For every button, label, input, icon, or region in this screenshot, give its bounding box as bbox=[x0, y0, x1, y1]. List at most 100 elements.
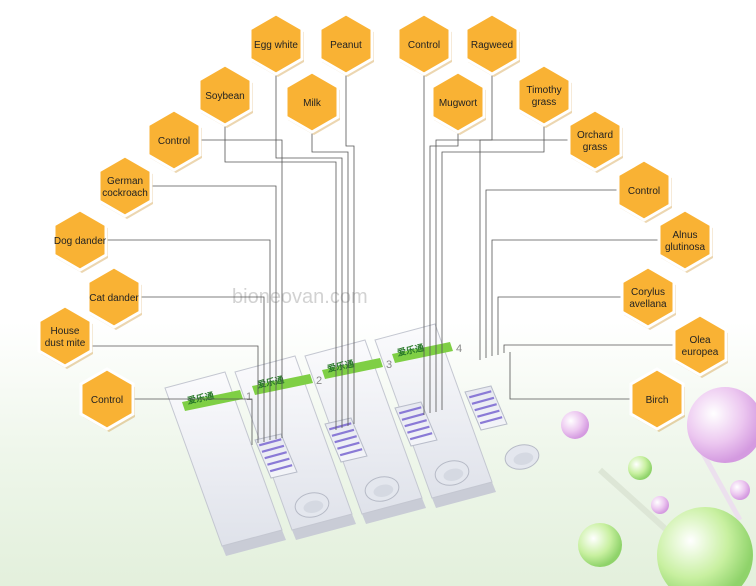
test-band bbox=[407, 425, 430, 434]
test-band bbox=[261, 444, 285, 453]
hexagon bbox=[197, 63, 253, 127]
cassette-label bbox=[182, 390, 243, 411]
allergen-label: Dog dander bbox=[54, 236, 107, 247]
allergen-hex-ragweed: Ragweed bbox=[464, 12, 520, 77]
allergen-label: Egg white bbox=[254, 40, 298, 51]
allergen-label: Control bbox=[408, 40, 440, 51]
leader-line bbox=[345, 71, 355, 424]
hexagon bbox=[629, 367, 685, 431]
cassette-number: 2 bbox=[316, 375, 322, 387]
allergen-label: Corylus bbox=[631, 287, 665, 298]
allergen-label: Cat dander bbox=[89, 293, 139, 304]
allergen-hex-peanut: Peanut bbox=[318, 12, 374, 77]
allergen-label: Mugwort bbox=[439, 98, 478, 109]
hexagon bbox=[146, 108, 202, 172]
molecule-bubble bbox=[651, 496, 669, 514]
allergen-label: glutinosa bbox=[665, 242, 705, 253]
allergen-hex-control-1: Control bbox=[79, 367, 135, 432]
hexagon bbox=[318, 12, 374, 76]
allergen-hex-cat-dander: Cat dander bbox=[86, 265, 142, 330]
test-band bbox=[264, 451, 287, 460]
allergen-label: Orchard bbox=[577, 130, 613, 141]
allergen-label: Milk bbox=[303, 98, 322, 109]
leader-line bbox=[134, 398, 253, 445]
test-band bbox=[258, 438, 282, 447]
test-band bbox=[401, 412, 425, 421]
hexagon bbox=[672, 313, 728, 377]
allergen-label: Control bbox=[91, 395, 123, 406]
leader-line bbox=[491, 239, 658, 356]
molecule-bubble bbox=[628, 456, 652, 480]
allergen-label: Soybean bbox=[205, 91, 244, 102]
molecule-bubble bbox=[578, 523, 622, 567]
allergen-label: Timothy bbox=[526, 85, 561, 96]
allergen-hex-dog-dander: Dog dander bbox=[52, 208, 108, 273]
hexagon bbox=[97, 154, 153, 218]
leader-line bbox=[275, 71, 343, 428]
leader-line bbox=[435, 71, 493, 412]
allergen-label: Alnus bbox=[672, 230, 697, 241]
leader-line bbox=[503, 344, 673, 353]
allergen-hex-control-2: Control bbox=[146, 108, 202, 173]
leader-line bbox=[224, 122, 337, 430]
hexagon bbox=[464, 12, 520, 76]
allergen-hex-mugwort: Mugwort bbox=[430, 70, 486, 135]
cassette-side bbox=[222, 530, 286, 556]
allergen-label: Ragweed bbox=[471, 40, 513, 51]
hexagon bbox=[284, 70, 340, 134]
test-band bbox=[267, 457, 290, 466]
allergen-label: Control bbox=[628, 186, 660, 197]
test-band bbox=[337, 441, 360, 450]
test-band bbox=[468, 390, 492, 399]
leader-line bbox=[201, 139, 283, 438]
watermark: bioneovan.com bbox=[232, 286, 368, 308]
cassette-number: 4 bbox=[456, 343, 462, 355]
leader-line bbox=[92, 345, 259, 443]
allergen-label: Peanut bbox=[330, 40, 362, 51]
allergen-hex-birch: Birch bbox=[629, 367, 685, 432]
leader-line bbox=[497, 296, 621, 355]
cassette-side bbox=[432, 482, 496, 508]
hexagon bbox=[620, 265, 676, 329]
leader-line bbox=[152, 185, 277, 439]
background-molecules bbox=[561, 387, 756, 586]
test-band bbox=[269, 464, 293, 473]
test-band bbox=[409, 432, 433, 441]
molecule-bubble bbox=[730, 480, 750, 500]
leader-line bbox=[429, 129, 459, 413]
leader-line bbox=[141, 296, 265, 442]
molecule-bubble bbox=[561, 411, 589, 439]
allergen-hex-egg-white: Egg white bbox=[248, 12, 304, 77]
allergen-label: Control bbox=[158, 136, 190, 147]
allergen-label: grass bbox=[532, 97, 556, 108]
hexagon bbox=[567, 108, 623, 172]
test-band bbox=[331, 428, 355, 437]
hexagon bbox=[430, 70, 486, 134]
leader-lines bbox=[92, 71, 673, 445]
cassette-number: 1 bbox=[246, 391, 252, 403]
test-band bbox=[471, 396, 495, 405]
hexagon bbox=[616, 158, 672, 222]
leader-line bbox=[509, 352, 630, 400]
sample-well-inner bbox=[373, 484, 394, 497]
cassette-body bbox=[164, 371, 283, 547]
allergen-hex-control-3: Control bbox=[396, 12, 452, 77]
cassette-number: 3 bbox=[386, 359, 392, 371]
sample-well-inner bbox=[443, 468, 464, 481]
allergen-hex-soybean: Soybean bbox=[197, 63, 253, 128]
cassette-side bbox=[362, 498, 426, 524]
allergen-label: cockroach bbox=[102, 188, 148, 199]
test-band bbox=[474, 403, 497, 412]
hexagon bbox=[86, 265, 142, 329]
allergen-hex-milk: Milk bbox=[284, 70, 340, 135]
